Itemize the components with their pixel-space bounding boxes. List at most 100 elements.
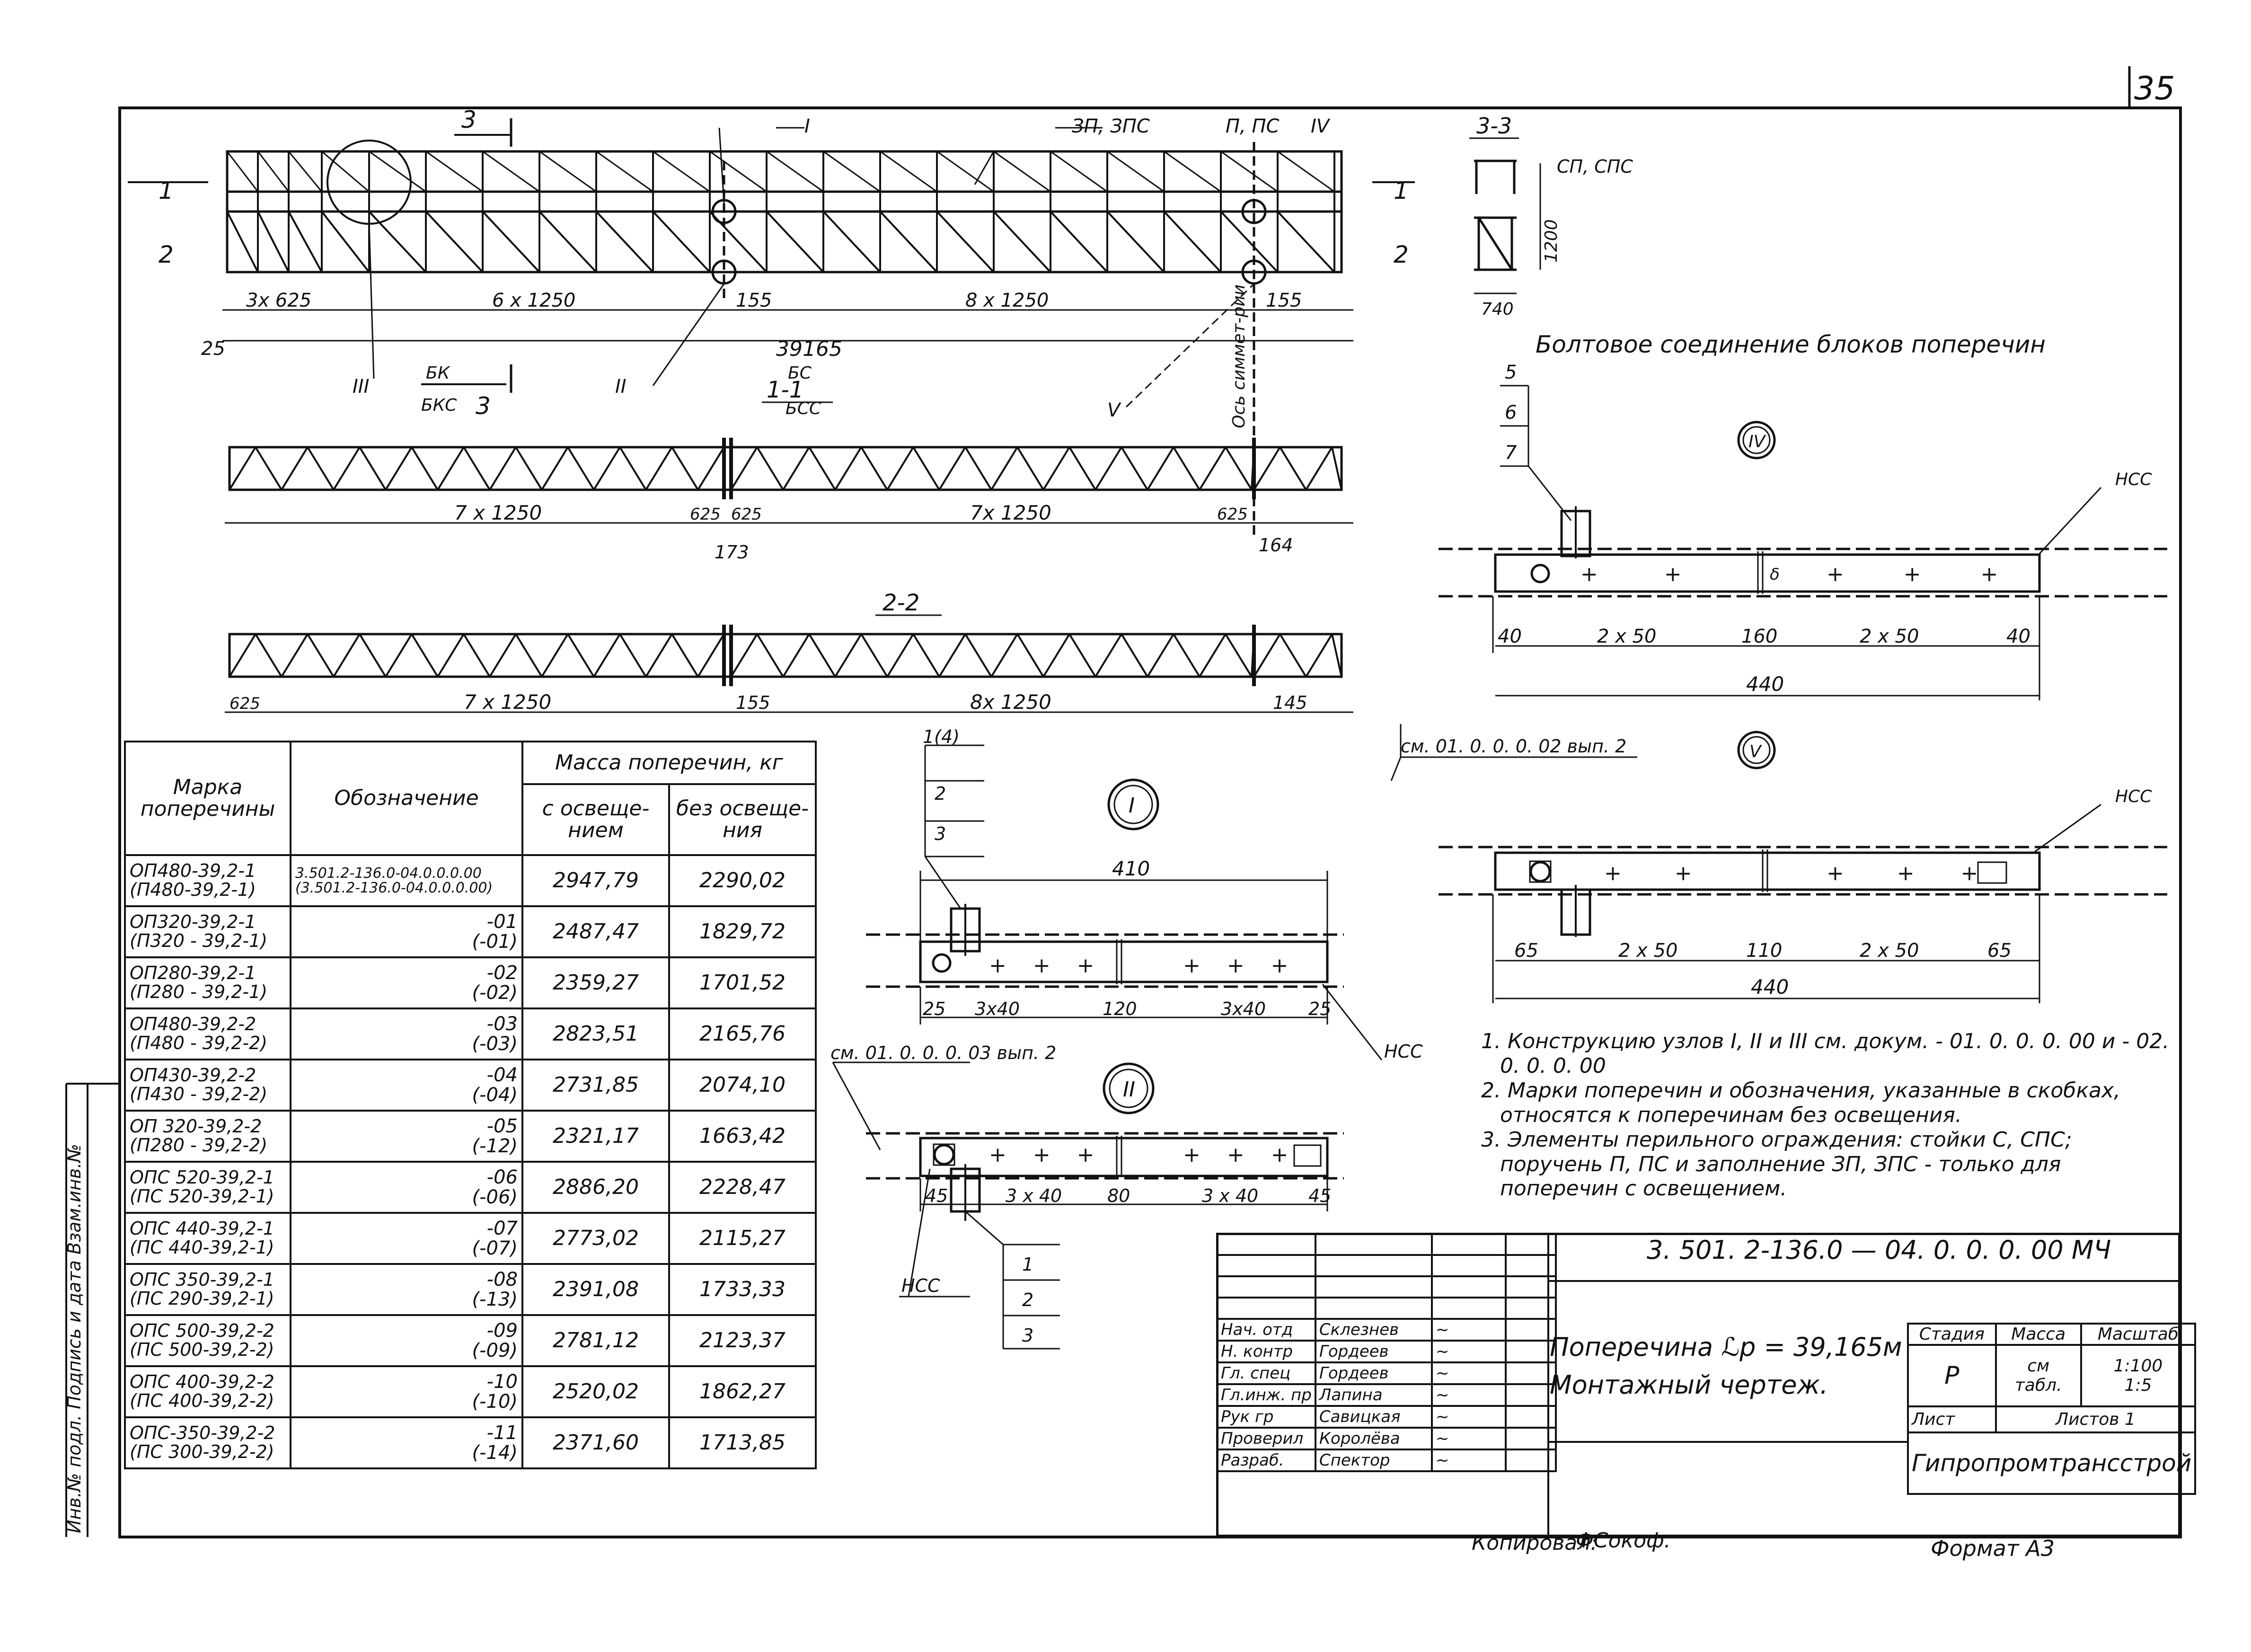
row-mass-with: 2781,12 xyxy=(521,1314,670,1367)
row-designation: -10 xyxy=(486,1371,518,1393)
node-v-title: V xyxy=(1749,742,1762,761)
dim-7x1250-c: 7 х 1250 xyxy=(464,690,551,714)
row-mark-alt: (ПС 440-39,2-1) xyxy=(130,1237,274,1258)
stamp-sheet-label: Лист xyxy=(1907,1405,1997,1433)
dim-7x1250-b: 7х 1250 xyxy=(970,501,1051,524)
stamp-scale-2: 1:5 xyxy=(2124,1376,2152,1395)
stamp-role: Разраб. xyxy=(1216,1449,1316,1472)
stamp-signature: ~ xyxy=(1430,1449,1507,1472)
row-designation-alt: (-04) xyxy=(472,1084,518,1106)
stamp-name: Гордеев xyxy=(1314,1340,1433,1363)
stamp-code: 3. 501. 2-136.0 — 04. 0. 0. 0. 00 МЧ xyxy=(1647,1235,2111,1265)
node-ii xyxy=(866,1062,1344,1350)
stamp-role: Нач. отд xyxy=(1216,1318,1316,1342)
stamp-h-mass: Масса xyxy=(1995,1323,2082,1346)
stamp-signature: ~ xyxy=(1430,1361,1507,1385)
row-mark: ОП480-39,2-1 xyxy=(130,860,256,882)
row-mark-alt: (П480 - 39,2-2) xyxy=(130,1033,268,1053)
node-ii-dim-1: 3 х 40 xyxy=(1006,1185,1062,1206)
row-designation: -03 xyxy=(486,1013,518,1035)
table-row: ОП430-39,2-2(П430 - 39,2-2)-04(-04)2731,… xyxy=(124,1059,817,1112)
dim-625-d: 625 xyxy=(230,694,260,713)
vertical-stamp-text: Инв.№ подл. Подпись и дата Взам.инв.№ xyxy=(64,1144,85,1533)
dim-625-b: 625 xyxy=(731,505,762,524)
bolt-pos-6: 6 xyxy=(1505,402,1517,424)
th-mass: Масса поперечин, кг xyxy=(521,741,817,785)
node-ii-ncc: НСС xyxy=(901,1275,940,1296)
row-mark-alt: (ПС 290-39,2-1) xyxy=(130,1288,274,1309)
stamp-name: Королёва xyxy=(1314,1427,1433,1450)
stamp-role: Гл.инж. пр xyxy=(1216,1383,1316,1407)
bolt-title: Болтовое соединение блоков поперечин xyxy=(1536,331,2046,358)
stamp-role: Проверил xyxy=(1216,1427,1316,1450)
row-mark: ОП320-39,2-1 xyxy=(130,911,256,933)
dim-6x1250: 6 х 1250 xyxy=(492,290,575,311)
node-i xyxy=(832,744,1383,1150)
row-mass-without: 2074,10 xyxy=(668,1059,817,1112)
note-3: 3. Элементы перильного ограждения: стойк… xyxy=(1481,1127,2072,1201)
row-mark: ОПС 440-39,2-1 xyxy=(130,1218,274,1239)
bolt-ref: см. 01. 0. 0. 0. 02 вып. 2 xyxy=(1401,736,1626,757)
section-2-2-title: 2-2 xyxy=(883,590,919,616)
row-mass-with: 2731,85 xyxy=(521,1059,670,1112)
section-3-3 xyxy=(1469,137,1541,294)
table-row: ОПС-350-39,2-2(ПС 300-39,2-2)-11(-14)237… xyxy=(124,1416,817,1469)
stamp-title-2: Монтажный чертеж. xyxy=(1550,1370,1828,1400)
stamp-name: Савицкая xyxy=(1314,1405,1433,1429)
row-mass-without: 1733,33 xyxy=(668,1263,817,1316)
label-zp: ЗП, ЗПС xyxy=(1072,115,1150,137)
bolt-node-iv xyxy=(1439,385,2167,700)
table-row: ОП280-39,2-1(П280 - 39,2-1)-02(-02)2359,… xyxy=(124,956,817,1009)
row-mark: ОП430-39,2-2 xyxy=(130,1065,256,1086)
label-bc: БС xyxy=(788,363,812,383)
bolt-total-v: 440 xyxy=(1751,975,1789,998)
bolt-plus-iv-2: + + + xyxy=(1827,562,1998,586)
row-designation: -06 xyxy=(486,1166,518,1188)
dim-1200: 1200 xyxy=(1542,219,1561,263)
node-i-len: 410 xyxy=(1112,857,1150,880)
table-row: ОПС 500-39,2-2(ПС 500-39,2-2)-09(-09)278… xyxy=(124,1314,817,1367)
node-i-title: I xyxy=(1129,794,1135,818)
section-3-3-title: 3-3 xyxy=(1476,113,1512,139)
section-marker-2: 2 xyxy=(159,241,174,268)
node-i-ref: см. 01. 0. 0. 0. 03 вып. 2 xyxy=(830,1042,1056,1063)
row-mark: ОПС 350-39,2-1 xyxy=(130,1269,274,1290)
section-marker-3-bottom: 3 xyxy=(476,392,491,420)
label-node-iv: IV xyxy=(1311,115,1331,137)
th-mark: Марка поперечины xyxy=(124,741,291,856)
row-designation-alt: (-14) xyxy=(472,1442,518,1464)
label-bk: БК xyxy=(426,363,450,383)
dim-25: 25 xyxy=(201,338,225,360)
row-mark-alt: (ПС 520-39,2-1) xyxy=(130,1186,274,1207)
stamp-signature: ~ xyxy=(1430,1340,1507,1363)
dim-173: 173 xyxy=(715,542,749,563)
section-marker-1-right: 1 xyxy=(1394,177,1409,204)
stamp-role: Гл. спец xyxy=(1216,1361,1316,1385)
row-mass-without: 1701,52 xyxy=(668,956,817,1009)
node-i-dim-3: 3х40 xyxy=(1221,998,1266,1019)
row-designation-alt: (-03) xyxy=(472,1033,518,1055)
node-ii-plus: + + + xyxy=(989,1143,1095,1167)
dim-155-b: 155 xyxy=(1266,290,1302,311)
section-marker-1: 1 xyxy=(159,177,174,204)
node-i-dim-0: 25 xyxy=(923,998,945,1019)
row-designation-alt: (-13) xyxy=(472,1289,518,1310)
sheet-frame xyxy=(118,106,2182,1538)
bolt-delta-iv: δ xyxy=(1770,565,1780,584)
table-row: ОПС 440-39,2-1(ПС 440-39,2-1)-07(-07)277… xyxy=(124,1212,817,1265)
row-mass-with: 2321,17 xyxy=(521,1110,670,1163)
node-ii-dim-4: 45 xyxy=(1308,1185,1331,1206)
row-designation-alt: (3.501.2-136.0-04.0.0.0.00) xyxy=(295,880,493,896)
sheet-number: 35 xyxy=(2134,70,2175,107)
bolt-dim-v-1: 2 х 50 xyxy=(1618,940,1677,962)
stamp-sheets-label: Листов 1 xyxy=(1995,1405,2197,1433)
node-i-pos-0: 1(4) xyxy=(923,726,960,747)
node-ii-dim-0: 45 xyxy=(925,1185,948,1206)
row-mark: ОП 320-39,2-2 xyxy=(130,1116,262,1137)
label-node-v: V xyxy=(1107,399,1121,421)
notes: 1. Конструкцию узлов I, II и III см. док… xyxy=(1481,1029,2181,1201)
